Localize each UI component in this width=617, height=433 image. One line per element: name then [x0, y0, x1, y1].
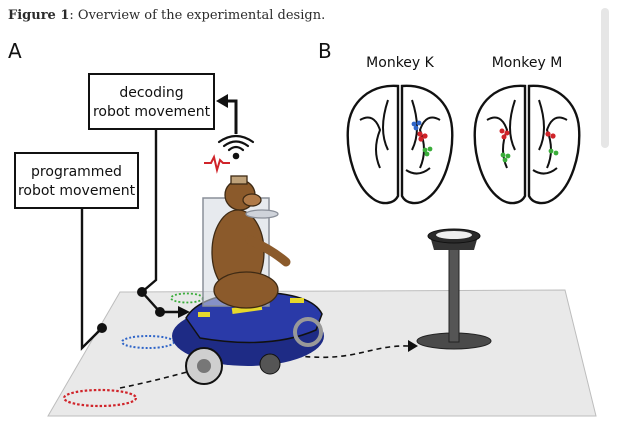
decoding-line1: decoding: [119, 85, 183, 101]
decoding-connector-node-lower: [155, 307, 165, 317]
programmed-connector-node: [97, 323, 107, 333]
monkey: [211, 175, 291, 309]
path-arrowhead: [408, 340, 418, 352]
wireless-arrow-line: [226, 99, 238, 134]
monkey-k-brain: [346, 84, 454, 205]
neural-spike-icon: [204, 154, 230, 174]
programmed-movement-box: programmed robot movement: [14, 152, 139, 209]
programmed-line1: programmed: [31, 164, 122, 180]
figure-caption-text: : Overview of the experimental design.: [69, 8, 326, 23]
red-start-circle: [62, 388, 138, 408]
wireless-arrowhead: [216, 94, 228, 108]
programmed-connector-line: [80, 208, 103, 351]
panel-a-letter: A: [8, 39, 22, 63]
programmed-line2: robot movement: [18, 183, 136, 199]
decoding-connector-node-upper: [137, 287, 147, 297]
decoding-movement-box: decoding robot movement: [88, 73, 215, 130]
monkey-k-label: Monkey K: [366, 55, 434, 71]
arena-floor: [47, 289, 597, 417]
figure-caption: Figure 1: Overview of the experimental d…: [8, 8, 325, 23]
food-dispenser: [416, 228, 492, 350]
wireless-signal-icon: [217, 134, 255, 160]
figure-label: Figure 1: [8, 8, 70, 23]
decoding-line2: robot movement: [93, 104, 211, 120]
monkey-k-electrodes: [411, 120, 433, 157]
monkey-m-label: Monkey M: [492, 55, 563, 71]
monkey-m-brain: [473, 84, 581, 205]
scrollbar[interactable]: [601, 8, 609, 148]
decoding-arrowhead: [178, 306, 190, 318]
panel-b-letter: B: [318, 39, 332, 63]
monkey-m-electrodes: [499, 128, 559, 163]
decoding-connector-line: [140, 129, 178, 314]
